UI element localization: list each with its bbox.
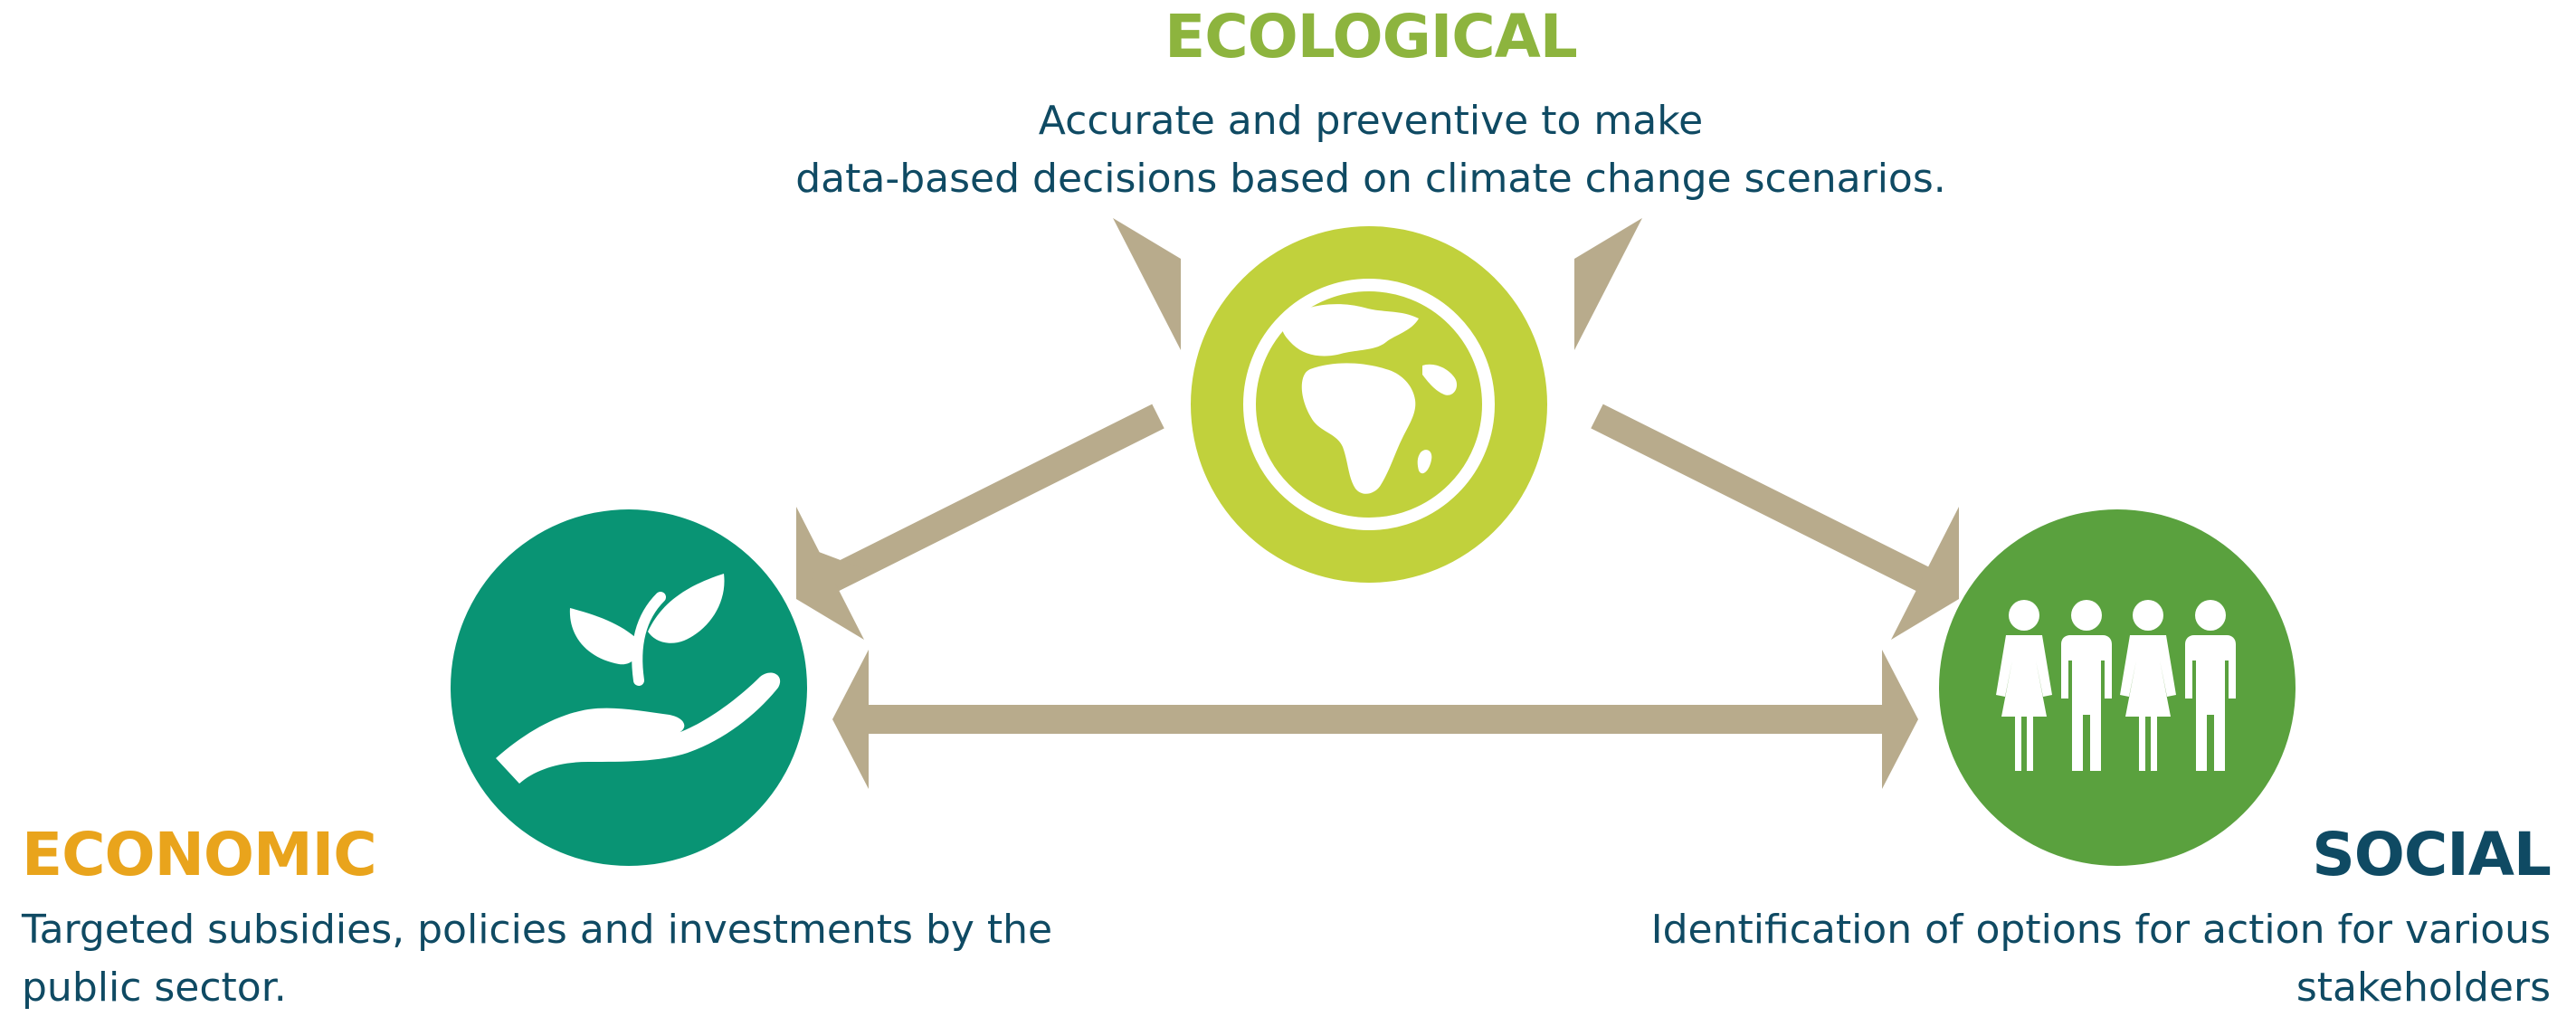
plant-in-hand-icon (496, 574, 781, 784)
globe-icon (1243, 279, 1495, 530)
economic-circle (451, 509, 807, 866)
economic-description: Targeted subsidies, policies and investm… (22, 907, 1053, 1011)
double-arrow-economic-ecological (796, 218, 1181, 640)
double-arrow-ecological-social (1574, 218, 1959, 640)
social-circle (1939, 509, 2296, 866)
ecological-title: ECOLOGICAL (1164, 2, 1578, 71)
people-group-icon (1996, 600, 2236, 771)
ecological-description-line-2: data-based decisions based on climate ch… (795, 156, 1946, 202)
ecological-description: Accurate and preventive to make data-bas… (0, 92, 2576, 208)
economic-title: ECONOMIC (22, 820, 377, 889)
double-arrow-economic-social (832, 650, 1918, 789)
ecological-description-line-1: Accurate and preventive to make (1038, 98, 1704, 144)
social-title: SOCIAL (2312, 820, 2552, 889)
ecological-circle (1191, 226, 1547, 583)
social-description: Identification of options for action for… (1650, 907, 2551, 1011)
